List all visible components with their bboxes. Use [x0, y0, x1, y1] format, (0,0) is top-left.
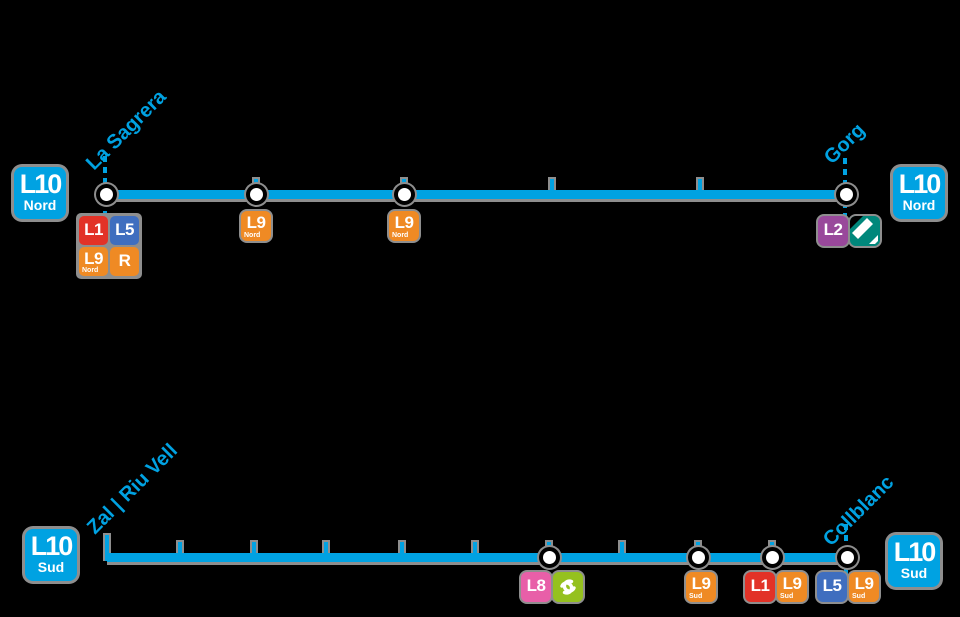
station-tick: [548, 177, 556, 190]
line-badge-l9-nord: L9 Nord: [389, 211, 419, 241]
terminal-badge-branch: Sud: [900, 565, 928, 581]
terminus-label-zal-riu-vell: Zal | Riu Vell: [83, 439, 182, 539]
station-dot-gorg: [836, 184, 857, 205]
station-tick: [545, 540, 553, 553]
terminal-badge-branch: Sud: [37, 559, 65, 575]
line-badge-branch: Sud: [852, 593, 866, 600]
station-dot: [688, 547, 709, 568]
line-badge-label: L9: [854, 574, 874, 593]
terminal-badge-l10-sud-right: L10 Sud: [888, 535, 940, 587]
line-badge-branch: Nord: [392, 232, 409, 239]
line-badge-l1: L1: [745, 572, 775, 602]
terminal-badge-branch: Nord: [23, 197, 57, 213]
line-badge-l9-sud: L9 Sud: [777, 572, 807, 602]
line-badge-rodalies: R: [110, 247, 139, 276]
station-dot-la-sagrera: [96, 184, 117, 205]
terminal-badge-line: L10: [30, 531, 74, 561]
line-badge-label: L9: [246, 213, 266, 232]
line-badge-l9-nord: L9 Nord: [241, 211, 271, 241]
station-dot-collblanc: [837, 547, 858, 568]
line-badge-l5: L5: [817, 572, 847, 602]
line-badge-label: L2: [823, 220, 843, 239]
terminal-badge-line: L10: [898, 169, 942, 199]
line-badge-label: R: [118, 251, 131, 270]
station-tick: [471, 540, 479, 553]
line-badge-branch: Nord: [82, 267, 99, 274]
interchange-panel-la-sagrera: L1 L5 L9 Nord R: [76, 213, 142, 279]
line-badge-l9-nord: L9 Nord: [79, 247, 108, 276]
terminal-badge-branch: Nord: [902, 197, 936, 213]
line-l10-sud: [107, 553, 847, 562]
line-badge-label: L5: [822, 576, 842, 595]
line-badge-label: L9: [782, 574, 802, 593]
line-badge-l2: L2: [818, 216, 848, 246]
line-badge-label: L9: [84, 249, 103, 268]
station-tick: [250, 540, 258, 553]
terminal-badge-line: L10: [19, 169, 63, 199]
line-badge-l1: L1: [79, 216, 108, 245]
line-l10-nord: [106, 190, 846, 199]
line-badge-label: L5: [115, 220, 134, 239]
station-tick: [696, 177, 704, 190]
station-tick: [694, 540, 702, 553]
terminus-label-la-sagrera: La Sagrera: [82, 85, 171, 175]
terminal-badge-l10-sud-left: L10 Sud: [25, 529, 77, 581]
line-badge-label: L1: [750, 576, 770, 595]
station-dot: [246, 184, 267, 205]
terminal-badge-l10-nord-right: L10 Nord: [893, 167, 945, 219]
line-badge-l8: L8: [521, 572, 551, 602]
line-badge-label: L1: [84, 220, 103, 239]
line-badge-label: L9: [691, 574, 711, 593]
station-tick: [322, 540, 330, 553]
station-dot: [539, 547, 560, 568]
line-badge-l5: L5: [110, 216, 139, 245]
terminal-badge-l10-nord-left: L10 Nord: [14, 167, 66, 219]
station-tick: [398, 540, 406, 553]
tram-icon: [850, 216, 880, 246]
terminus-bar-zal-riu-vell: [103, 533, 111, 561]
line-badge-l9-sud: L9 Sud: [686, 572, 716, 602]
station-dot: [394, 184, 415, 205]
fgc-icon: [553, 572, 583, 602]
line-badge-branch: Sud: [780, 593, 794, 600]
line-badge-branch: Nord: [244, 232, 261, 239]
terminal-badge-line: L10: [893, 537, 937, 567]
station-dot: [762, 547, 783, 568]
line-badge-label: L8: [526, 576, 546, 595]
station-tick: [768, 540, 776, 553]
line-badge-branch: Sud: [689, 593, 703, 600]
terminus-label-gorg: Gorg: [820, 119, 870, 169]
station-tick: [618, 540, 626, 553]
station-tick: [400, 177, 408, 190]
line-badge-l9-sud: L9 Sud: [849, 572, 879, 602]
station-tick: [176, 540, 184, 553]
line-badge-label: L9: [394, 213, 414, 232]
station-tick: [252, 177, 260, 190]
